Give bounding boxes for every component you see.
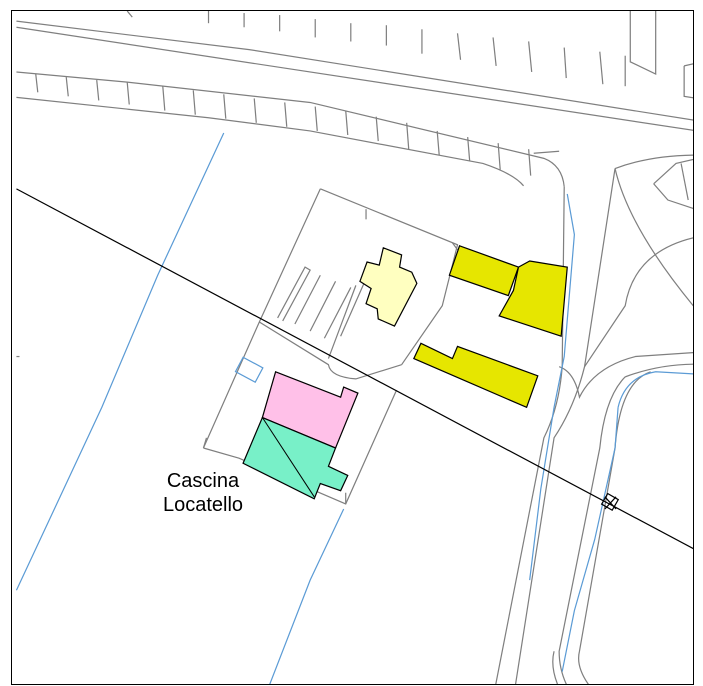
place-label-line-1: Cascina [166,470,240,492]
place-label-line-2: Locatello [162,494,244,516]
boundary-lines [16,188,693,550]
cadastral-map[interactable] [12,11,694,685]
building-green [242,416,349,500]
map-frame[interactable]: Cascina Locatello [11,10,694,685]
building-yellow-2 [498,260,568,338]
road-outlines [16,11,693,684]
building-yellow-1 [448,244,520,297]
water-lines [15,132,693,684]
building-light-yellow [359,246,418,327]
place-label: Cascina Locatello [141,469,265,517]
building-yellow-3 [412,342,539,409]
buildings [242,244,568,500]
